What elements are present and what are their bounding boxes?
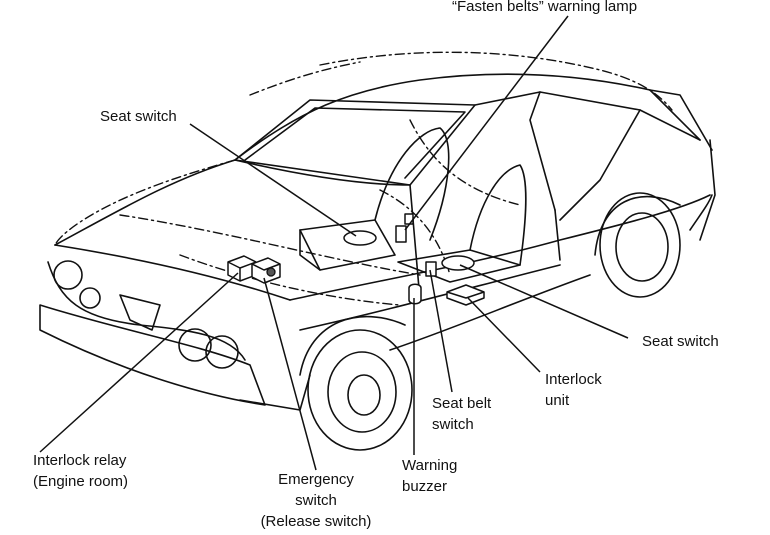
label-seat-switch-rear: Seat switch [642, 333, 719, 350]
label-fasten-belts-lamp: “Fasten belts” warning lamp [452, 0, 638, 15]
warning-lamp-part [395, 213, 414, 243]
leader-lines [39, 15, 629, 471]
label-seat-switch-front: Seat switch [100, 108, 177, 125]
leader-seat-switch-front [189, 123, 357, 237]
label-emergency-switch: Emergency switch (Release switch) [260, 471, 372, 530]
seat-switch-front-pad [343, 230, 377, 246]
seat-switch-rear-pad [441, 255, 475, 271]
leader-seat-switch-rear [459, 264, 629, 339]
phantom-outline [54, 51, 673, 306]
leader-fasten-belts [404, 15, 569, 231]
leader-interlock-relay [39, 272, 239, 453]
label-seat-belt-switch: Seat belt switch [432, 395, 492, 433]
warning-buzzer-part [408, 283, 422, 305]
label-interlock-relay: Interlock relay (Engine room) [33, 452, 129, 490]
leader-seat-belt-switch [429, 269, 453, 393]
label-warning-buzzer: Warning buzzer [402, 457, 458, 495]
label-interlock-unit: Interlock unit [545, 371, 602, 409]
interlock-unit-part [446, 284, 485, 306]
leader-emergency-switch [263, 277, 317, 471]
leader-interlock-unit [467, 297, 541, 373]
car-body [39, 73, 716, 451]
